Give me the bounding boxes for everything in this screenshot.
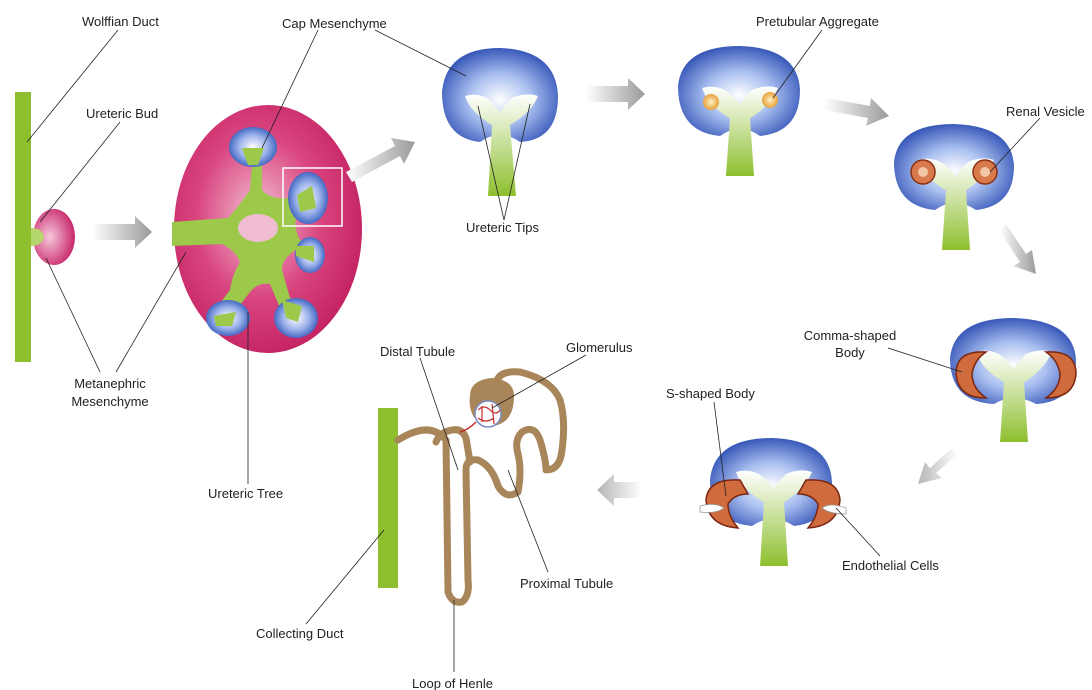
label-wolffian-duct: Wolffian Duct [82, 14, 159, 30]
leader-metanephric-2 [116, 252, 186, 372]
arrow-4 [824, 98, 889, 126]
leader-proximal-tubule [508, 470, 548, 572]
label-renal-vesicle: Renal Vesicle [1006, 104, 1085, 120]
renal-vesicle-left-core [918, 167, 928, 177]
kidney-stage [172, 105, 362, 353]
pretubular-aggregate-dot [703, 94, 719, 110]
leader-endothelial [836, 508, 880, 556]
label-ureteric-tips: Ureteric Tips [466, 220, 539, 236]
label-cap-mesenchyme: Cap Mesenchyme [282, 16, 387, 32]
label-ureteric-tree: Ureteric Tree [208, 486, 283, 502]
pretubular-aggregate-stage [678, 46, 800, 176]
label-distal-tubule: Distal Tubule [380, 344, 455, 360]
cap-mesenchyme-stage [442, 48, 558, 196]
leader-metanephric-1 [46, 258, 100, 372]
arrow-3 [586, 78, 645, 110]
arrow-2 [346, 138, 415, 182]
leader-glomerulus [492, 355, 586, 408]
collecting-duct-shape [378, 408, 398, 588]
label-loop-of-henle: Loop of Henle [412, 676, 493, 690]
nephron-stage [378, 372, 564, 603]
leader-ureteric-bud [40, 122, 120, 222]
arrow-5 [1000, 224, 1036, 274]
arrow-6 [918, 448, 958, 484]
label-ureteric-bud: Ureteric Bud [86, 106, 158, 122]
tree-center [238, 214, 278, 242]
leader-distal-tubule [420, 358, 458, 470]
label-metanephric-mesenchyme-1: Metanephric [60, 376, 160, 392]
label-pretubular-aggregate: Pretubular Aggregate [756, 14, 879, 30]
leader-wolffian-duct [27, 30, 118, 142]
label-s-shaped-body: S-shaped Body [666, 386, 755, 402]
label-comma-shaped-body-2: Body [800, 345, 900, 361]
label-endothelial-cells: Endothelial Cells [842, 558, 939, 574]
renal-vesicle-right-core [980, 167, 990, 177]
label-metanephric-mesenchyme-2: Mesenchyme [60, 394, 160, 410]
comma-shaped-body-stage [950, 318, 1076, 442]
label-proximal-tubule: Proximal Tubule [520, 576, 613, 592]
leader-cap-mesenchyme-2 [375, 30, 466, 76]
label-glomerulus: Glomerulus [566, 340, 632, 356]
label-comma-shaped-body-1: Comma-shaped [800, 328, 900, 344]
arrow-7 [597, 474, 642, 506]
leader-collecting-duct [306, 530, 384, 624]
wolffian-duct-stage [15, 92, 75, 362]
wolffian-duct-shape [15, 92, 31, 362]
renal-vesicle-stage [894, 124, 1014, 250]
distal-tubule-shape [436, 430, 470, 462]
label-collecting-duct: Collecting Duct [256, 626, 343, 642]
afferent-arteriole [460, 422, 476, 432]
arrow-1 [92, 216, 152, 248]
s-shaped-body-stage [700, 438, 846, 566]
